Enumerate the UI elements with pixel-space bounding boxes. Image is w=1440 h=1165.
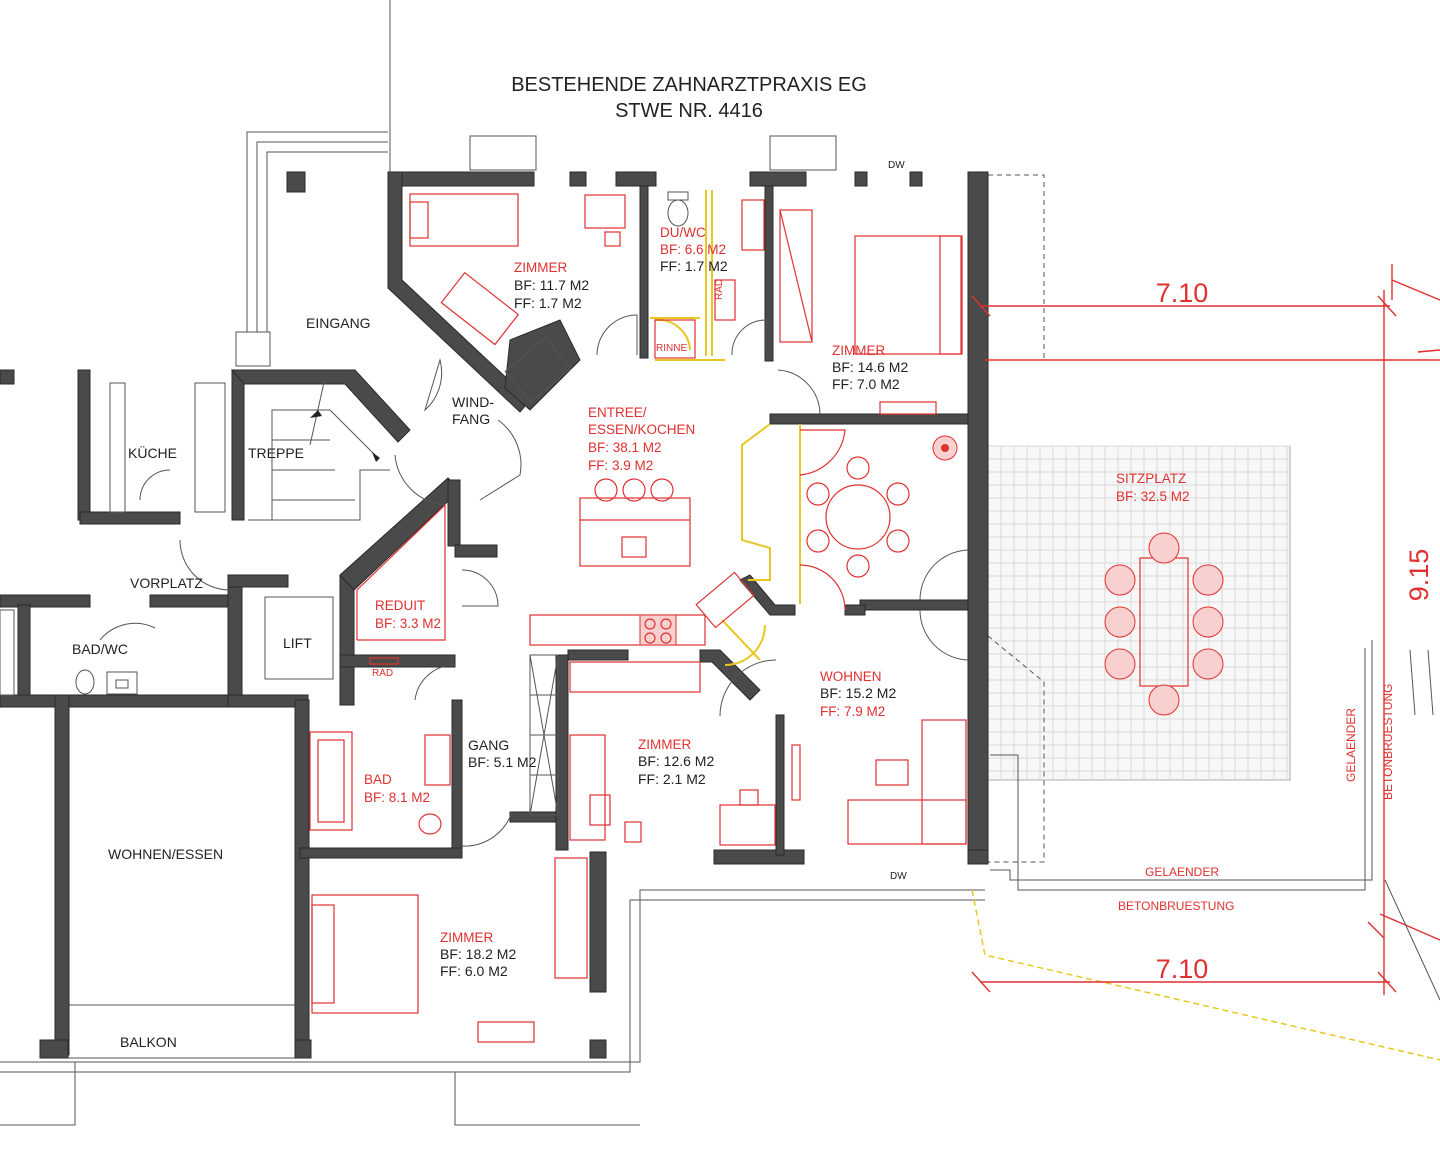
room-label-gang: GANG: [468, 737, 509, 753]
label-gelaender-vertical: GELAENDER: [1344, 708, 1358, 782]
room-label-eingang: EINGANG: [306, 315, 371, 331]
label-dw-bottom: DW: [890, 871, 907, 882]
doors: [99, 314, 969, 847]
room-label-zimmer-ne: ZIMMER: [832, 343, 885, 358]
room-label-reduit: REDUIT: [375, 598, 425, 613]
room-label-sitzplatz: SITZPLATZ: [1116, 471, 1186, 486]
label-rinne: RINNE: [656, 343, 687, 354]
dimension-top-width: 7.10: [1156, 278, 1209, 308]
room-area-reduit-bf: BF: 3.3 M2: [375, 616, 441, 631]
room-label-treppe: TREPPE: [248, 445, 304, 461]
plan-title-line2: STWE NR. 4416: [615, 100, 763, 122]
room-area-zimmer-nw-bf: BF: 11.7 M2: [514, 277, 589, 293]
room-area-zimmer-sw-bf: BF: 18.2 M2: [440, 946, 516, 962]
label-dw-top: DW: [888, 160, 905, 171]
room-label-lift: LIFT: [283, 635, 312, 651]
walls: [0, 171, 989, 1059]
room-label-windfang-1: WIND-: [452, 394, 494, 410]
room-area-entree-bf: BF: 38.1 M2: [588, 440, 662, 455]
label-rad-duwc: RAD: [714, 279, 725, 300]
label-betonbruestung-vertical: BETONBRUESTUNG: [1381, 684, 1395, 800]
room-area-du-wc-ff: FF: 1.7 M2: [660, 258, 728, 274]
room-label-bad: BAD: [364, 772, 392, 787]
room-label-entree-1: ENTREE/: [588, 405, 647, 420]
label-rad-bad: RAD: [372, 668, 393, 679]
room-area-wohnen-ff: FF: 7.9 M2: [820, 704, 885, 719]
context-outlines: [0, 0, 1373, 1126]
label-betonbruestung-horizontal: BETONBRUESTUNG: [1118, 899, 1234, 913]
dimension-bottom-width: 7.10: [1156, 954, 1209, 984]
planned-furniture: [309, 191, 1224, 1043]
room-label-bad-wc: BAD/WC: [72, 641, 128, 657]
room-label-windfang-2: FANG: [452, 411, 490, 427]
room-label-gang-bf: BF: 5.1 M2: [468, 754, 537, 770]
sitzplatz-paving: [987, 445, 1291, 781]
room-label-entree-2: ESSEN/KOCHEN: [588, 422, 695, 437]
room-area-zimmer-ne-bf: BF: 14.6 M2: [832, 359, 908, 375]
label-gelaender-horizontal: GELAENDER: [1145, 865, 1219, 879]
room-label-balkon: BALKON: [120, 1034, 177, 1050]
dimension-height: 9.15: [1404, 549, 1434, 602]
room-area-entree-ff: FF: 3.9 M2: [588, 458, 653, 473]
room-label-zimmer-mid: ZIMMER: [638, 737, 691, 752]
room-area-sitzplatz-bf: BF: 32.5 M2: [1116, 489, 1190, 504]
room-label-vorplatz: VORPLATZ: [130, 575, 203, 591]
room-label-wohnen: WOHNEN: [820, 669, 882, 684]
room-area-zimmer-ne-ff: FF: 7.0 M2: [832, 376, 900, 392]
stair: [248, 377, 390, 521]
room-area-zimmer-nw-ff: FF: 1.7 M2: [514, 295, 582, 311]
room-label-zimmer-sw: ZIMMER: [440, 930, 493, 945]
room-area-bad-bf: BF: 8.1 M2: [364, 790, 430, 805]
room-area-du-wc-bf: BF: 6.6 M2: [660, 242, 726, 257]
room-area-wohnen-bf: BF: 15.2 M2: [820, 685, 896, 701]
existing-fixtures: [0, 337, 572, 816]
room-label-du-wc: DU/WC: [660, 225, 706, 240]
room-area-zimmer-mid-ff: FF: 2.1 M2: [638, 771, 706, 787]
room-label-zimmer-nw: ZIMMER: [514, 260, 567, 275]
plan-title-line1: BESTEHENDE ZAHNARZTPRAXIS EG: [511, 74, 867, 96]
dimensions: [971, 264, 1440, 1001]
room-label-wohnen-essen: WOHNEN/ESSEN: [108, 846, 223, 862]
room-area-zimmer-sw-ff: FF: 6.0 M2: [440, 963, 508, 979]
room-label-kueche: KÜCHE: [128, 444, 177, 461]
lift-shaft: [264, 596, 334, 680]
room-area-zimmer-mid-bf: BF: 12.6 M2: [638, 753, 714, 769]
